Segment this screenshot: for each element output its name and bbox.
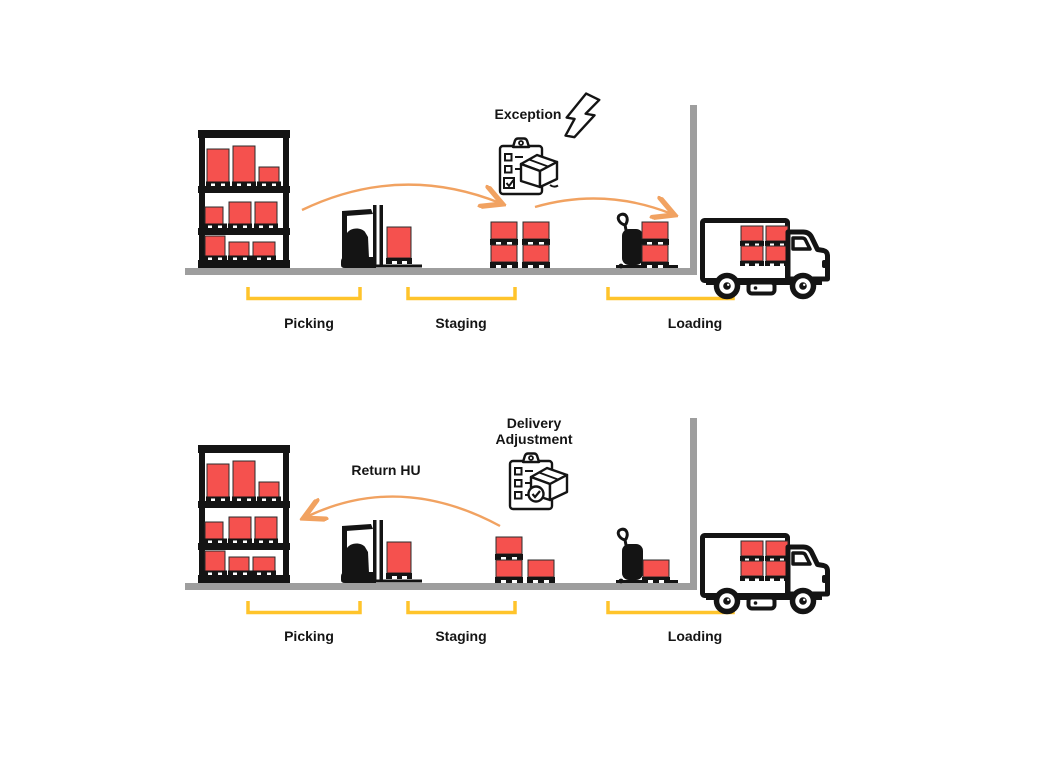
delivery-adjustment-checklist-icon: [508, 452, 569, 511]
storage-rack-icon: [198, 445, 290, 583]
picking-label: Picking: [284, 628, 334, 644]
staging-pallet-stack: [495, 537, 523, 583]
staging-bracket: [406, 287, 517, 301]
warehouse-floor: [185, 268, 697, 275]
staging-bracket: [406, 601, 517, 615]
bottom-scene: Return HU Delivery Adjustment Picking St…: [185, 415, 828, 644]
loading-pallet-stack: [641, 222, 669, 268]
picking-bracket: [246, 601, 362, 615]
picking-label: Picking: [284, 315, 334, 331]
delivery-adjustment-label-line2: Adjustment: [496, 431, 573, 447]
staging-pallet-unit: [526, 559, 556, 584]
staging-label: Staging: [435, 628, 486, 644]
exception-label: Exception: [495, 106, 562, 122]
loading-label: Loading: [668, 628, 722, 644]
forklift-icon: [340, 519, 423, 584]
return-hu-label: Return HU: [351, 462, 420, 478]
dock-wall: [690, 418, 697, 590]
exception-checklist-package-icon: [498, 137, 559, 196]
warehouse-floor: [185, 583, 697, 590]
return-to-rack-arrow: [306, 495, 501, 528]
staging-label: Staging: [435, 315, 486, 331]
lightning-bolt-icon: [562, 89, 602, 142]
loading-pallet-unit: [641, 559, 671, 584]
storage-rack-icon: [198, 130, 290, 268]
staging-pallet-stack: [522, 222, 550, 268]
loading-label: Loading: [668, 315, 722, 331]
picking-bracket: [246, 287, 362, 301]
delivery-truck-icon: [703, 221, 828, 297]
delivery-truck-icon: [703, 536, 828, 612]
top-scene: Exception Picking Staging Loading: [185, 89, 828, 331]
staging-pallet-stack: [490, 222, 518, 268]
dock-wall: [690, 105, 697, 275]
pick-to-staging-arrow: [301, 183, 500, 212]
forklift-icon: [340, 204, 423, 269]
delivery-adjustment-label-line1: Delivery: [507, 415, 562, 431]
staging-to-loading-arrow: [534, 198, 672, 214]
